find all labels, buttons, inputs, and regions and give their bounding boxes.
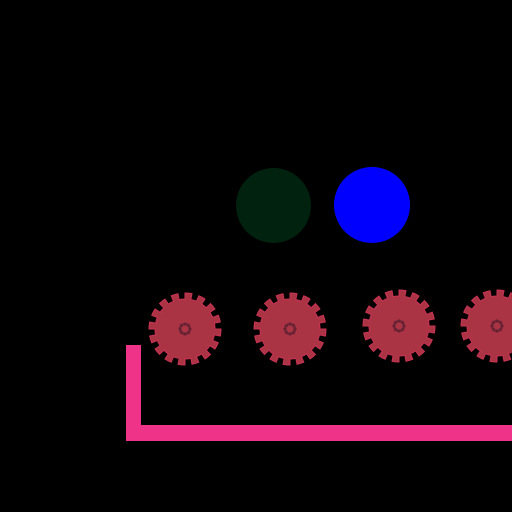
gear-icon[interactable] xyxy=(253,292,327,366)
gear-spoke xyxy=(393,327,398,332)
dark-green-ball[interactable] xyxy=(236,168,311,243)
gear-spoke xyxy=(498,327,503,332)
gear-icon[interactable] xyxy=(460,289,512,363)
gear-spoke xyxy=(179,330,184,335)
gear-spoke xyxy=(179,323,184,328)
gear-body xyxy=(253,292,327,366)
gear-spoke xyxy=(400,327,405,332)
gear-spoke xyxy=(291,323,296,328)
horizontal-platform xyxy=(126,425,512,441)
gear-body xyxy=(460,289,512,363)
vertical-wall xyxy=(126,345,141,441)
gear-icon[interactable] xyxy=(362,289,436,363)
gear-body xyxy=(148,292,222,366)
gear-spoke xyxy=(491,320,496,325)
gear-spoke xyxy=(186,330,191,335)
gear-spoke xyxy=(284,330,289,335)
gear-spoke xyxy=(284,323,289,328)
gear-spoke xyxy=(186,323,191,328)
blue-ball[interactable] xyxy=(334,167,410,243)
gear-spoke xyxy=(491,327,496,332)
gear-spoke xyxy=(393,320,398,325)
gear-icon[interactable] xyxy=(148,292,222,366)
gear-spoke xyxy=(291,330,296,335)
gear-spoke xyxy=(498,320,503,325)
gear-spoke xyxy=(400,320,405,325)
gear-body xyxy=(362,289,436,363)
